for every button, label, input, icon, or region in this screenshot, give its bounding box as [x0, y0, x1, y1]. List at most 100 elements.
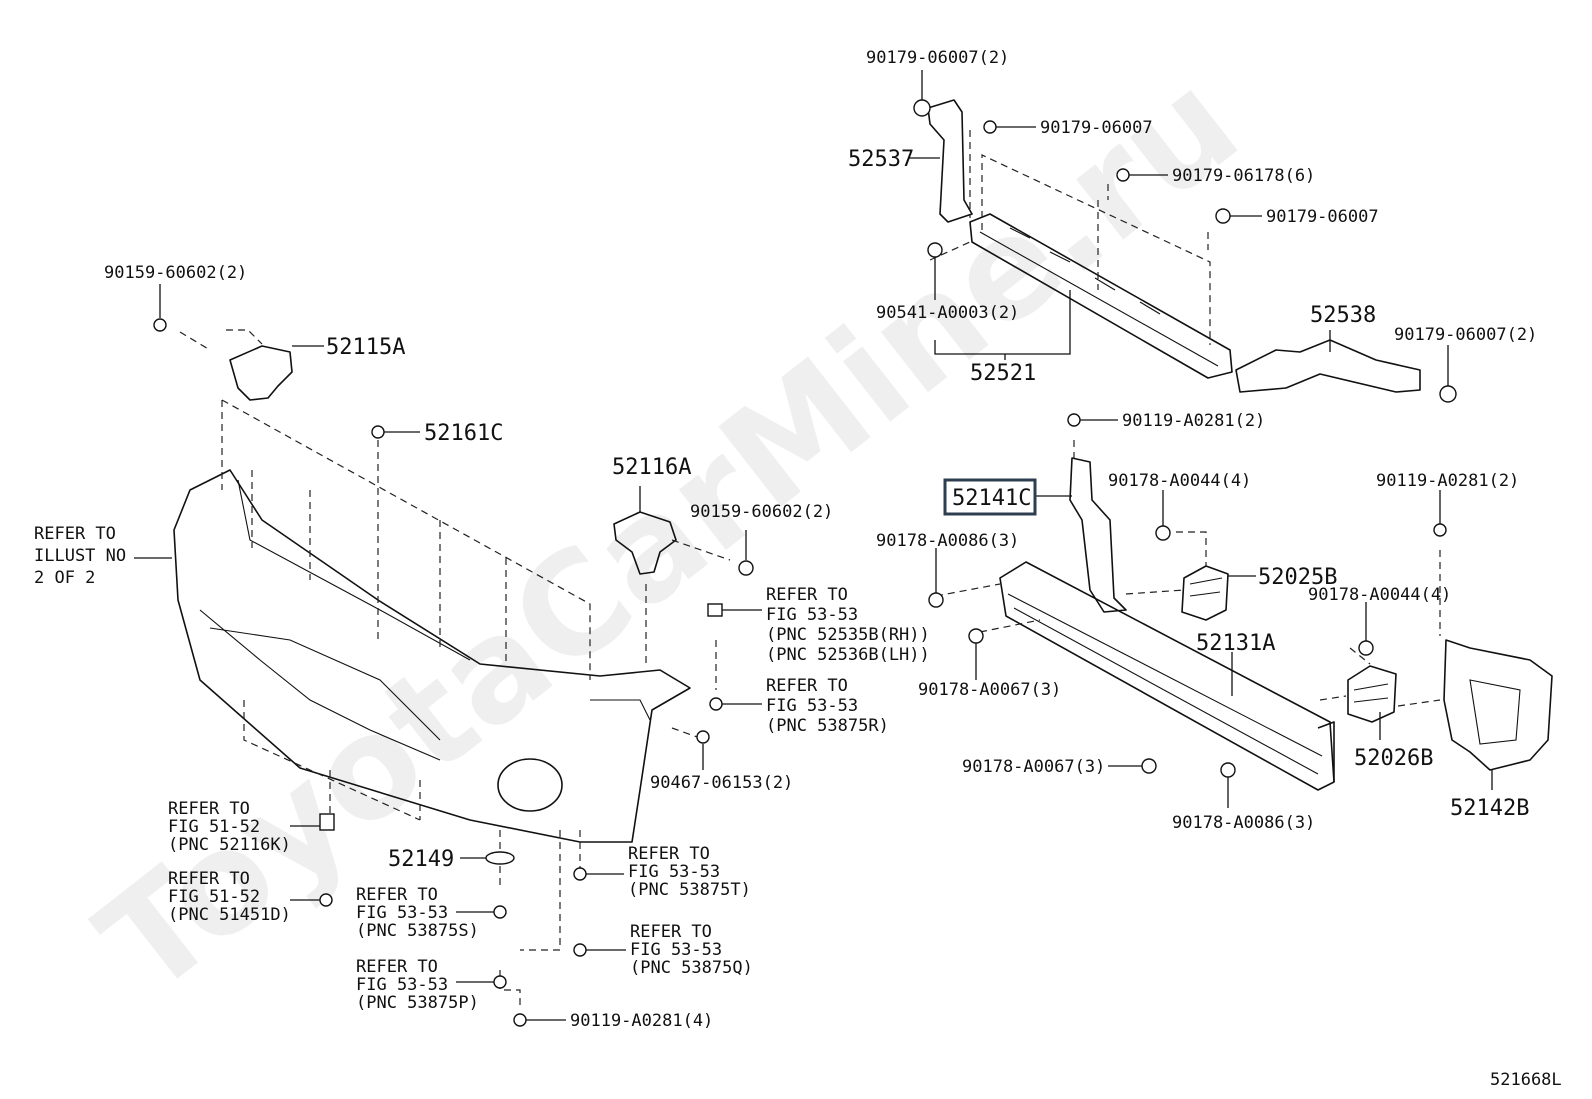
retainer-52521-part[interactable]: [969, 213, 1233, 379]
svg-text:(PNC 53875R): (PNC 53875R): [766, 716, 889, 736]
callout-90178-a0086-3-left[interactable]: 90178-A0086(3): [876, 531, 1019, 551]
nut-90178-a0086-bottom[interactable]: [1220, 762, 1236, 778]
bolt-90119-a0281-mid[interactable]: [1067, 413, 1081, 427]
screw-90159-60602-mid[interactable]: [738, 560, 754, 576]
callout-90178-a0044-4-b[interactable]: 90178-A0044(4): [1308, 585, 1451, 605]
svg-text:(PNC 52535B(RH)): (PNC 52535B(RH)): [766, 625, 930, 645]
clip-52535b[interactable]: [707, 603, 723, 617]
svg-text:REFER TO: REFER TO: [356, 957, 438, 977]
svg-text:FIG 53-53: FIG 53-53: [628, 862, 720, 882]
screw-90159-60602-left[interactable]: [153, 318, 167, 332]
figure-id: 521668L: [1490, 1070, 1562, 1090]
callout-52521[interactable]: 52521: [970, 361, 1036, 386]
callout-90178-a0044-4-a[interactable]: 90178-A0044(4): [1108, 471, 1251, 491]
nut-90178-a0044-a[interactable]: [1155, 525, 1171, 541]
screw-53875t[interactable]: [573, 867, 587, 881]
bolt-90119-a0281-right[interactable]: [1433, 523, 1447, 537]
clip-52116k[interactable]: [319, 813, 335, 831]
callout-90179-06007-2-top[interactable]: 90179-06007(2): [866, 48, 1009, 68]
svg-text:2 OF 2: 2 OF 2: [34, 568, 95, 588]
svg-text:ILLUST NO: ILLUST NO: [34, 546, 126, 566]
callout-90541-a0003-2[interactable]: 90541-A0003(2): [876, 303, 1019, 323]
svg-text:REFER TO: REFER TO: [168, 869, 250, 889]
svg-text:FIG 53-53: FIG 53-53: [356, 975, 448, 995]
callout-52161c[interactable]: 52161C: [424, 421, 503, 446]
callout-52537[interactable]: 52537: [848, 147, 914, 172]
svg-text:FIG 53-53: FIG 53-53: [766, 696, 858, 716]
refer-note-fig-53-53-53875r[interactable]: REFER TO FIG 53-53 (PNC 53875R): [766, 676, 889, 736]
fog-lamp-hole: [497, 758, 563, 812]
screw-51451d[interactable]: [319, 893, 333, 907]
callout-90179-06007-b[interactable]: 90179-06007: [1266, 207, 1379, 227]
callout-52131a[interactable]: 52131A: [1196, 631, 1275, 656]
svg-text:REFER TO: REFER TO: [766, 585, 848, 605]
callout-52025b[interactable]: 52025B: [1258, 565, 1337, 590]
bracket-52142b-part[interactable]: [1443, 639, 1553, 771]
callout-90178-a0067-3-top[interactable]: 90178-A0067(3): [918, 680, 1061, 700]
svg-text:REFER TO: REFER TO: [168, 799, 250, 819]
refer-note-fig-53-53-53875q[interactable]: REFER TO FIG 53-53 (PNC 53875Q): [630, 922, 753, 978]
bracket-52116a-part[interactable]: [613, 511, 677, 575]
svg-text:REFER TO: REFER TO: [628, 844, 710, 864]
callout-90178-a0086-3-bottom[interactable]: 90178-A0086(3): [1172, 813, 1315, 833]
bracket-52538-part[interactable]: [1235, 339, 1421, 393]
callout-90119-a0281-2-right[interactable]: 90119-A0281(2): [1376, 471, 1519, 491]
callout-90179-06007-2-right[interactable]: 90179-06007(2): [1394, 325, 1537, 345]
refer-note-fig-51-52-51451d[interactable]: REFER TO FIG 51-52 (PNC 51451D): [168, 869, 291, 925]
svg-text:FIG 53-53: FIG 53-53: [766, 605, 858, 625]
svg-text:(PNC 53875Q): (PNC 53875Q): [630, 958, 753, 978]
nut-90178-a0067-top[interactable]: [968, 628, 984, 644]
refer-note-fig-53-53-53875t[interactable]: REFER TO FIG 53-53 (PNC 53875T): [628, 844, 751, 900]
callout-52149[interactable]: 52149: [388, 847, 454, 872]
nut-90179-06007-b[interactable]: [1215, 208, 1231, 224]
nut-90178-a0086-left[interactable]: [928, 592, 944, 608]
bracket-52537-part[interactable]: [927, 99, 973, 223]
nut-90541-a0003[interactable]: [927, 242, 943, 258]
callout-90178-a0067-3-bottom[interactable]: 90178-A0067(3): [962, 757, 1105, 777]
callout-90467-06153-2[interactable]: 90467-06153(2): [650, 773, 793, 793]
nut-90179-06007-top[interactable]: [913, 99, 931, 117]
bracket-52141c-part[interactable]: [1069, 457, 1127, 613]
callout-52026b[interactable]: 52026B: [1354, 746, 1433, 771]
bumper-cover-52119-part[interactable]: [173, 469, 691, 843]
nut-90179-06007-right[interactable]: [1439, 385, 1457, 403]
callout-90159-60602-2-mid[interactable]: 90159-60602(2): [690, 502, 833, 522]
callout-52141c[interactable]: 52141C: [952, 486, 1031, 511]
refer-note-fig-53-53-53875p[interactable]: REFER TO FIG 53-53 (PNC 53875P): [356, 957, 479, 1013]
svg-text:REFER TO: REFER TO: [34, 524, 116, 544]
svg-text:(PNC 51451D): (PNC 51451D): [168, 905, 291, 925]
nut-90178-a0044-b[interactable]: [1358, 640, 1374, 656]
callout-90159-60602-2-left[interactable]: 90159-60602(2): [104, 263, 247, 283]
callout-90119-a0281-2-mid[interactable]: 90119-A0281(2): [1122, 411, 1265, 431]
nut-90179-06178[interactable]: [1116, 168, 1130, 182]
refer-note-fig-53-53-53875s[interactable]: REFER TO FIG 53-53 (PNC 53875S): [356, 885, 479, 941]
svg-text:REFER TO: REFER TO: [630, 922, 712, 942]
callout-52116a[interactable]: 52116A: [612, 455, 691, 480]
refer-note-illust[interactable]: REFER TO ILLUST NO 2 OF 2: [34, 524, 126, 588]
callout-90179-06007-a[interactable]: 90179-06007: [1040, 118, 1153, 138]
screw-53875q[interactable]: [573, 943, 587, 957]
nut-90179-06007-a[interactable]: [983, 120, 997, 134]
svg-text:(PNC 53875T): (PNC 53875T): [628, 880, 751, 900]
callout-90119-a0281-4[interactable]: 90119-A0281(4): [570, 1011, 713, 1031]
callout-90179-06178-6[interactable]: 90179-06178(6): [1172, 166, 1315, 186]
clip-90467-06153[interactable]: [696, 730, 710, 744]
nut-90178-a0067-bottom[interactable]: [1141, 758, 1157, 774]
bracket-52025b-part[interactable]: [1181, 565, 1229, 621]
screw-53875p[interactable]: [493, 975, 507, 989]
screw-53875s[interactable]: [493, 905, 507, 919]
seal-52149[interactable]: [485, 851, 515, 865]
bracket-52115a-part[interactable]: [229, 345, 293, 401]
screw-90119-a0281-4[interactable]: [513, 1013, 527, 1027]
svg-text:FIG 53-53: FIG 53-53: [630, 940, 722, 960]
svg-text:(PNC 52116K): (PNC 52116K): [168, 835, 291, 855]
refer-note-fig-51-52-52116k[interactable]: REFER TO FIG 51-52 (PNC 52116K): [168, 799, 291, 855]
callout-52538[interactable]: 52538: [1310, 303, 1376, 328]
refer-note-fig-53-53-rh-lh[interactable]: REFER TO FIG 53-53 (PNC 52535B(RH)) (PNC…: [766, 585, 930, 665]
bracket-52026b-part[interactable]: [1347, 665, 1397, 723]
callout-52142b[interactable]: 52142B: [1450, 796, 1529, 821]
clip-52161c[interactable]: [371, 425, 385, 439]
screw-53875r[interactable]: [709, 697, 723, 711]
callout-52115a[interactable]: 52115A: [326, 335, 405, 360]
